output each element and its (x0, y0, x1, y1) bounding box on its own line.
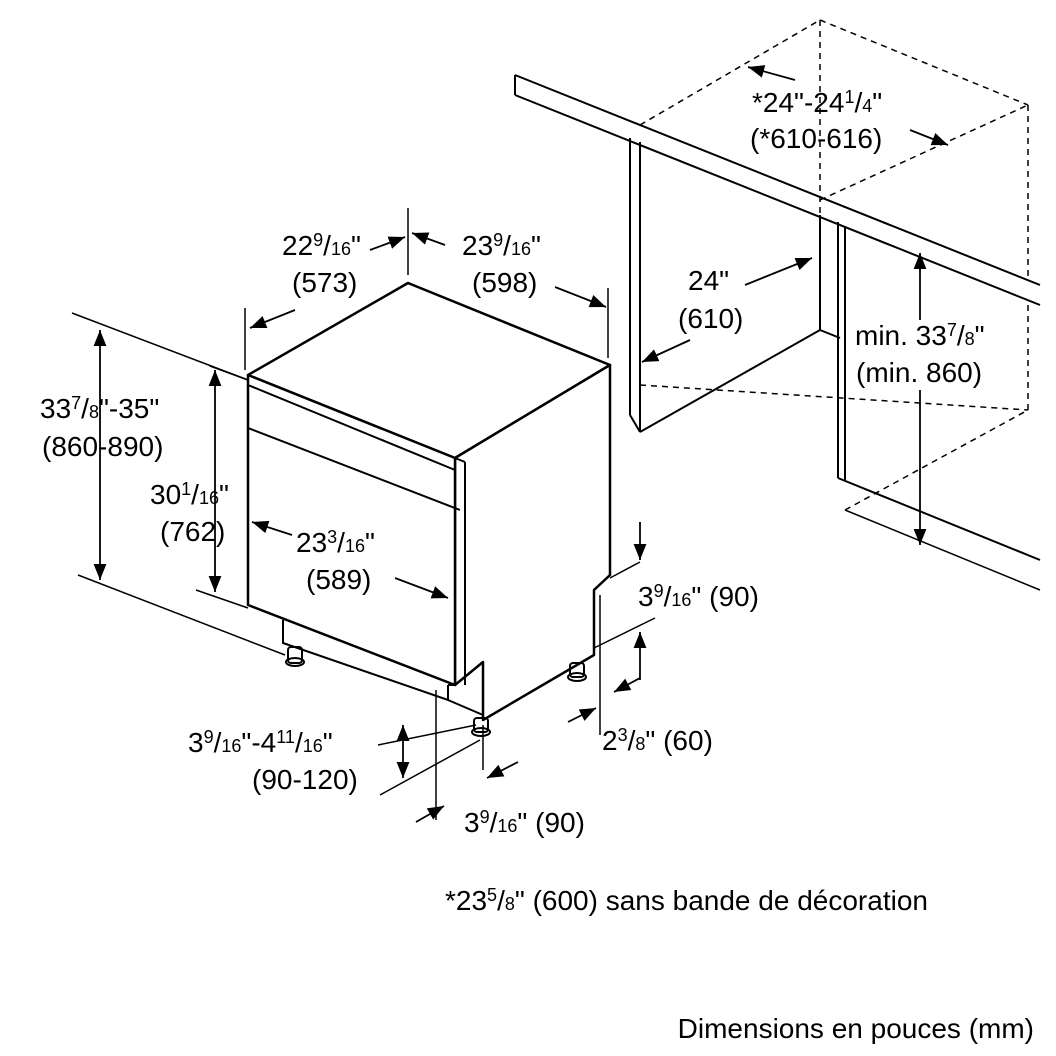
dimension-arrows (93, 65, 949, 823)
arrow-depth-left-top (369, 236, 406, 251)
label-cabinet-width: *24"-241/4" (*610-616) (750, 87, 882, 154)
dishwasher-body (246, 281, 612, 722)
extension-lines (71, 208, 656, 820)
svg-text:(*610-616): (*610-616) (750, 123, 882, 154)
svg-text:39/16" (90): 39/16" (90) (464, 807, 585, 838)
note-decoration: *235/8" (600) sans bande de décoration (445, 885, 928, 916)
label-depth-right: 239/16" (598) (462, 230, 541, 298)
label-kick-upper: 39/16" (90) (638, 581, 759, 612)
arrow-width-left (747, 65, 796, 81)
svg-text:23/8" (60): 23/8" (60) (602, 725, 713, 756)
svg-text:337/8"-35": 337/8"-35" (40, 393, 159, 424)
svg-text:(573): (573) (292, 267, 357, 298)
note-units: Dimensions en pouces (mm) (678, 1013, 1034, 1044)
label-foot-offset: 39/16" (90) (464, 807, 585, 838)
svg-text:(min. 860): (min. 860) (856, 357, 982, 388)
label-kick-lower: 23/8" (60) (602, 725, 713, 756)
label-overall-height: 337/8"-35" (860-890) (40, 393, 163, 462)
svg-text:min. 337/8": min. 337/8" (855, 320, 985, 351)
label-niche-height: min. 337/8" (min. 860) (855, 320, 985, 388)
svg-text:39/16"-411/16": 39/16"-411/16" (188, 727, 333, 758)
svg-text:(90-120): (90-120) (252, 764, 358, 795)
svg-text:(610): (610) (678, 303, 743, 334)
arrow-foot-offset-left (415, 805, 445, 823)
arrow-kick-lower (613, 677, 641, 693)
arrow-body-width-left (251, 520, 293, 536)
arrow-niche-depth-right (744, 257, 813, 286)
svg-text:*235/8" (600) sans bande de dé: *235/8" (600) sans bande de décoration (445, 885, 928, 916)
label-foot-height: 39/16"-411/16" (90-120) (188, 727, 358, 795)
arrow-foot-offset-right (486, 761, 519, 779)
cabinet-niche (514, 19, 1041, 591)
arrow-depth-right (554, 286, 607, 308)
svg-text:(589): (589) (306, 564, 371, 595)
arrow-kick-lower-b (567, 707, 597, 723)
arrow-body-width-right (394, 577, 449, 599)
label-body-height: 301/16" (762) (150, 479, 229, 547)
svg-text:(860-890): (860-890) (42, 431, 163, 462)
arrow-width-right (909, 129, 949, 146)
label-body-width: 233/16" (589) (296, 527, 375, 595)
arrow-niche-depth-left (641, 339, 691, 363)
label-niche-depth: 24" (610) (678, 265, 743, 334)
arrow-depth-left (249, 309, 296, 329)
svg-text:(762): (762) (160, 516, 225, 547)
arrow-depth-right-top (411, 232, 446, 246)
label-depth-left: 229/16" (573) (282, 230, 361, 298)
svg-text:301/16": 301/16" (150, 479, 229, 510)
dishwasher-details (247, 384, 611, 737)
svg-text:239/16": 239/16" (462, 230, 541, 261)
svg-text:229/16": 229/16" (282, 230, 361, 261)
svg-text:233/16": 233/16" (296, 527, 375, 558)
svg-text:24": 24" (688, 265, 729, 296)
svg-text:(598): (598) (472, 267, 537, 298)
svg-text:*24"-241/4": *24"-241/4" (752, 87, 882, 118)
svg-text:39/16" (90): 39/16" (90) (638, 581, 759, 612)
